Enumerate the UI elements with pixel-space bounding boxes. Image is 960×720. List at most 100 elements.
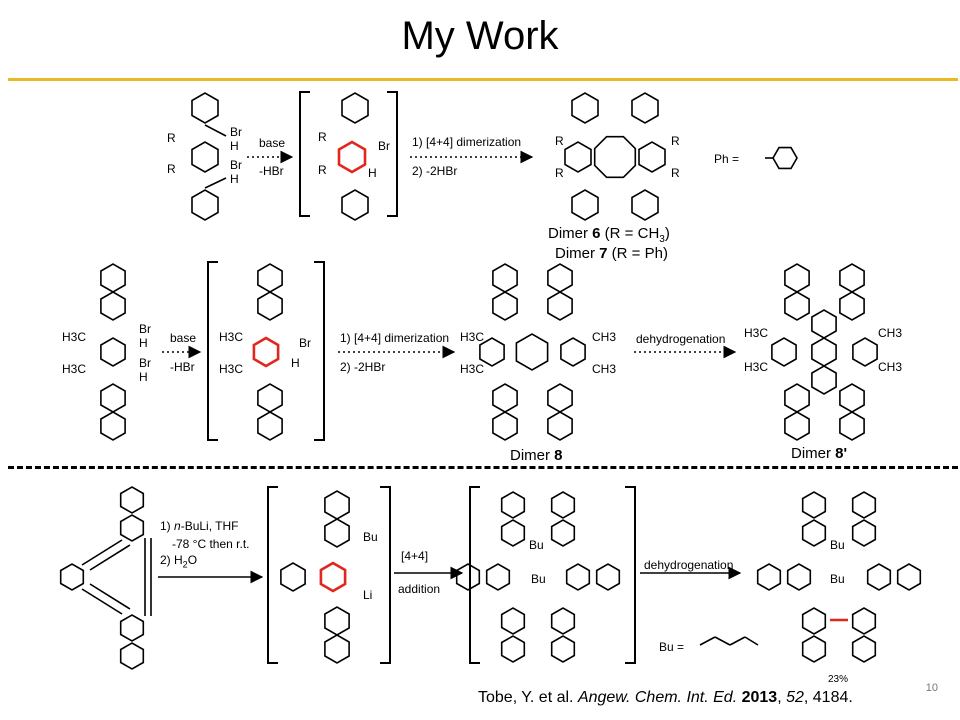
r1-int-r-top: R [318,130,327,144]
citation: Tobe, Y. et al. Angew. Chem. Int. Ed. 20… [478,689,853,706]
bracket-right-2 [314,261,325,441]
benzene-ring [851,635,877,663]
benzene-ring [786,563,812,591]
central-ring [811,337,837,367]
r1-reactant-br-top: Br [230,125,242,139]
benzene-ring [784,263,810,293]
benzene-ring [550,607,576,635]
benzene-ring [547,383,573,413]
benzene-ring [550,635,576,663]
r1-int-br: Br [378,139,390,153]
bond [204,177,227,189]
r2-arrow2-bottom: 2) -2HBr [340,360,386,374]
r3-arrow2-top: [4+4] [401,549,429,563]
phenyl-ring [772,146,798,170]
benzene-ring [851,607,877,635]
alkyne-bond [89,544,131,571]
benzene-ring [839,383,865,413]
r1-reactant-h-top: H [230,139,239,153]
title-underline [8,78,958,81]
benzene-ring [851,491,877,519]
benzene-ring [257,291,283,321]
benzene-ring [631,92,659,124]
butyl-bond [699,636,716,646]
bu-label: Bu = [659,640,685,654]
r2-reactant-ch3-top: H3C [62,330,87,344]
benzene-ring [801,635,827,663]
dimer8-caption: Dimer 8 [510,447,563,464]
r2-int-br: Br [299,336,311,350]
benzene-ring [801,491,827,519]
bracket-right-3 [380,486,391,664]
benzene-ring [801,607,827,635]
r2-int-ch3-top: H3C [219,330,244,344]
benzene-ring [638,141,666,173]
butyl-bond [714,636,731,646]
dimer6-caption: Dimer 6 (R = CH3) [548,225,670,245]
benzene-ring [119,514,145,542]
highlighted-ring [252,336,280,368]
benzene-ring [571,92,599,124]
alkyne-bond [89,583,131,610]
r1-int-h: H [368,166,377,180]
benzene-ring [560,337,586,367]
benzene-ring [492,263,518,293]
r1-int-r-bottom: R [318,163,327,177]
bracket-left-4 [469,486,480,664]
benzene-ring [811,365,837,395]
bracket-right-4 [625,486,636,664]
benzene-ring [341,189,369,221]
benzene-ring [547,263,573,293]
r3-arrow1-line1: 1) n-BuLi, THF [160,519,239,533]
r1-arrow1-bottom: -HBr [259,164,284,178]
cyclooctatetraene-ring [593,135,637,179]
section-divider [8,466,958,469]
benzene-ring [500,607,526,635]
benzene-ring [801,519,827,547]
benzene-ring [280,562,306,592]
benzene-ring [500,519,526,547]
benzene-ring [564,141,592,173]
r2-arrow1-top: base [170,331,197,345]
benzene-ring [784,411,810,441]
r2-arrow2-top: 1) [4+4] dimerization [340,331,450,345]
benzene-ring [550,519,576,547]
benzene-ring [839,291,865,321]
benzene-ring [565,563,591,591]
benzene-ring [324,490,350,520]
r2-reactant-h-bottom: H [139,370,148,384]
benzene-ring [547,291,573,321]
benzene-ring [500,635,526,663]
benzene-ring [866,563,892,591]
benzene-ring [100,263,126,293]
r1-reactant-r-top: R [167,131,176,145]
r2-reactant-br-bottom: Br [139,356,151,370]
r2-reactant-h-top: H [139,336,148,350]
highlighted-ring [337,140,367,174]
r1-prod-r-1: R [555,134,564,148]
benzene-ring [550,491,576,519]
benzene-ring [756,563,782,591]
r3-int-bu: Bu [363,530,378,544]
benzene-ring [479,337,505,367]
benzene-ring [257,411,283,441]
slide-title: My Work [401,14,559,58]
benzene-ring [839,263,865,293]
r3-arrow2-bottom: addition [398,582,441,596]
benzene-ring [119,642,145,670]
r2-reactant-br-top: Br [139,322,151,336]
r2-prod-ch3-2: H3C [460,362,485,376]
r1-arrow1-top: base [259,136,286,150]
benzene-ring [485,563,511,591]
r3-final-bu-bottom: Bu [830,572,845,586]
benzene-ring [191,141,219,173]
benzene-ring [59,563,85,591]
bracket-left-3 [267,486,278,664]
yield-label: 23% [828,674,849,685]
alkyne-bond [81,539,123,566]
r2-reactant-ch3-bottom: H3C [62,362,87,376]
highlighted-ring [319,561,347,593]
r1-reactant-r-bottom: R [167,162,176,176]
alkyne-bond [81,588,123,615]
